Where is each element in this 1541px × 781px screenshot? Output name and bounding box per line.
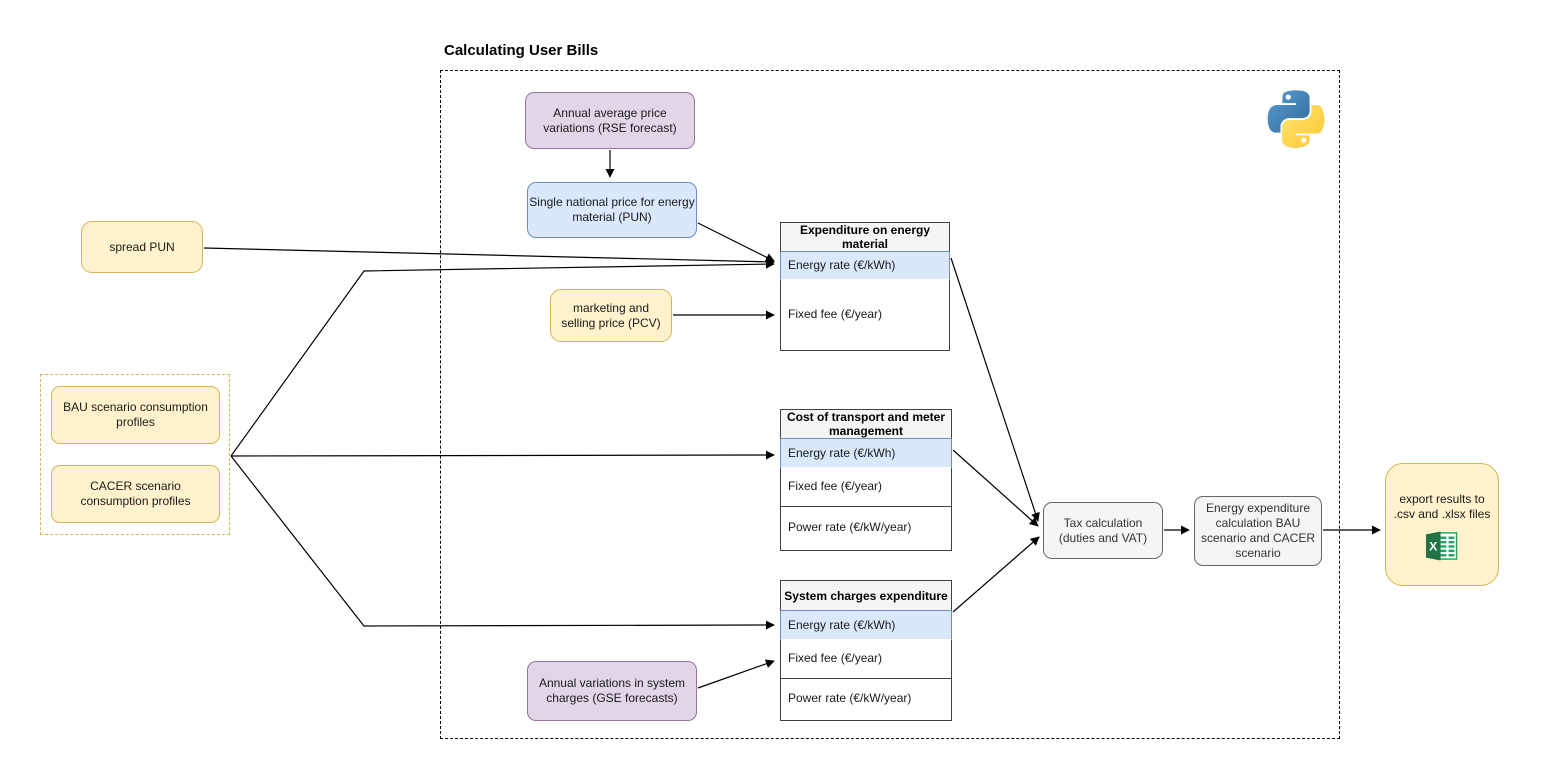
node-rse-forecast[interactable]: Annual average price variations (RSE for…: [525, 92, 695, 149]
node-label: marketing and selling price (PCV): [561, 300, 661, 330]
node-pun[interactable]: Single national price for energy materia…: [527, 182, 697, 238]
node-label: spread PUN: [109, 239, 175, 254]
node-label: Annual variations in system charges (GSE…: [538, 676, 686, 705]
node-pcv[interactable]: marketing and selling price (PCV): [550, 289, 672, 342]
node-tax-calculation[interactable]: Tax calculation (duties and VAT): [1043, 502, 1163, 559]
node-energy-expenditure-calculation[interactable]: Energy expenditure calculation BAU scena…: [1194, 496, 1322, 566]
table-row-power-rate[interactable]: Power rate (€/kW/year): [781, 507, 951, 548]
table-transport-meter[interactable]: Cost of transport and meter management E…: [780, 409, 952, 551]
node-label: BAU scenario consumption profiles: [63, 400, 208, 429]
table-expenditure-energy-material[interactable]: Expenditure on energy material Energy ra…: [780, 222, 950, 351]
node-spread-pun[interactable]: spread PUN: [81, 221, 203, 273]
node-gse-forecasts[interactable]: Annual variations in system charges (GSE…: [527, 661, 697, 721]
table-row-energy-rate[interactable]: Energy rate (€/kWh): [780, 610, 952, 640]
node-label: Energy expenditure calculation BAU scena…: [1200, 501, 1316, 560]
node-bau-profiles[interactable]: BAU scenario consumption profiles: [51, 386, 220, 444]
table-title: Expenditure on energy material: [781, 223, 949, 252]
table-title: System charges expenditure: [781, 581, 951, 611]
table-row-energy-rate[interactable]: Energy rate (€/kWh): [780, 438, 952, 468]
node-export-results[interactable]: export results to .csv and .xlsx files X: [1385, 463, 1499, 586]
node-label: export results to .csv and .xlsx files: [1393, 492, 1491, 521]
table-system-charges[interactable]: System charges expenditure Energy rate (…: [780, 580, 952, 721]
node-label: Single national price for energy materia…: [529, 195, 695, 224]
node-cacer-profiles[interactable]: CACER scenario consumption profiles: [51, 465, 220, 523]
excel-icon: X: [1426, 531, 1458, 561]
table-row-fixed-fee[interactable]: Fixed fee (€/year): [781, 639, 951, 679]
svg-text:X: X: [1429, 539, 1438, 553]
consumption-profiles-group[interactable]: [40, 374, 230, 535]
node-label: CACER scenario consumption profiles: [80, 479, 191, 508]
table-row-energy-rate[interactable]: Energy rate (€/kWh): [780, 251, 950, 280]
node-label: Tax calculation (duties and VAT): [1058, 515, 1148, 545]
table-row-power-rate[interactable]: Power rate (€/kW/year): [781, 679, 951, 718]
table-row-fixed-fee[interactable]: Fixed fee (€/year): [781, 279, 949, 349]
table-row-fixed-fee[interactable]: Fixed fee (€/year): [781, 467, 951, 507]
table-title: Cost of transport and meter management: [781, 410, 951, 439]
node-label: Annual average price variations (RSE for…: [543, 105, 677, 135]
page-title: Calculating User Bills: [444, 42, 599, 59]
python-logo-icon: [1267, 90, 1325, 149]
